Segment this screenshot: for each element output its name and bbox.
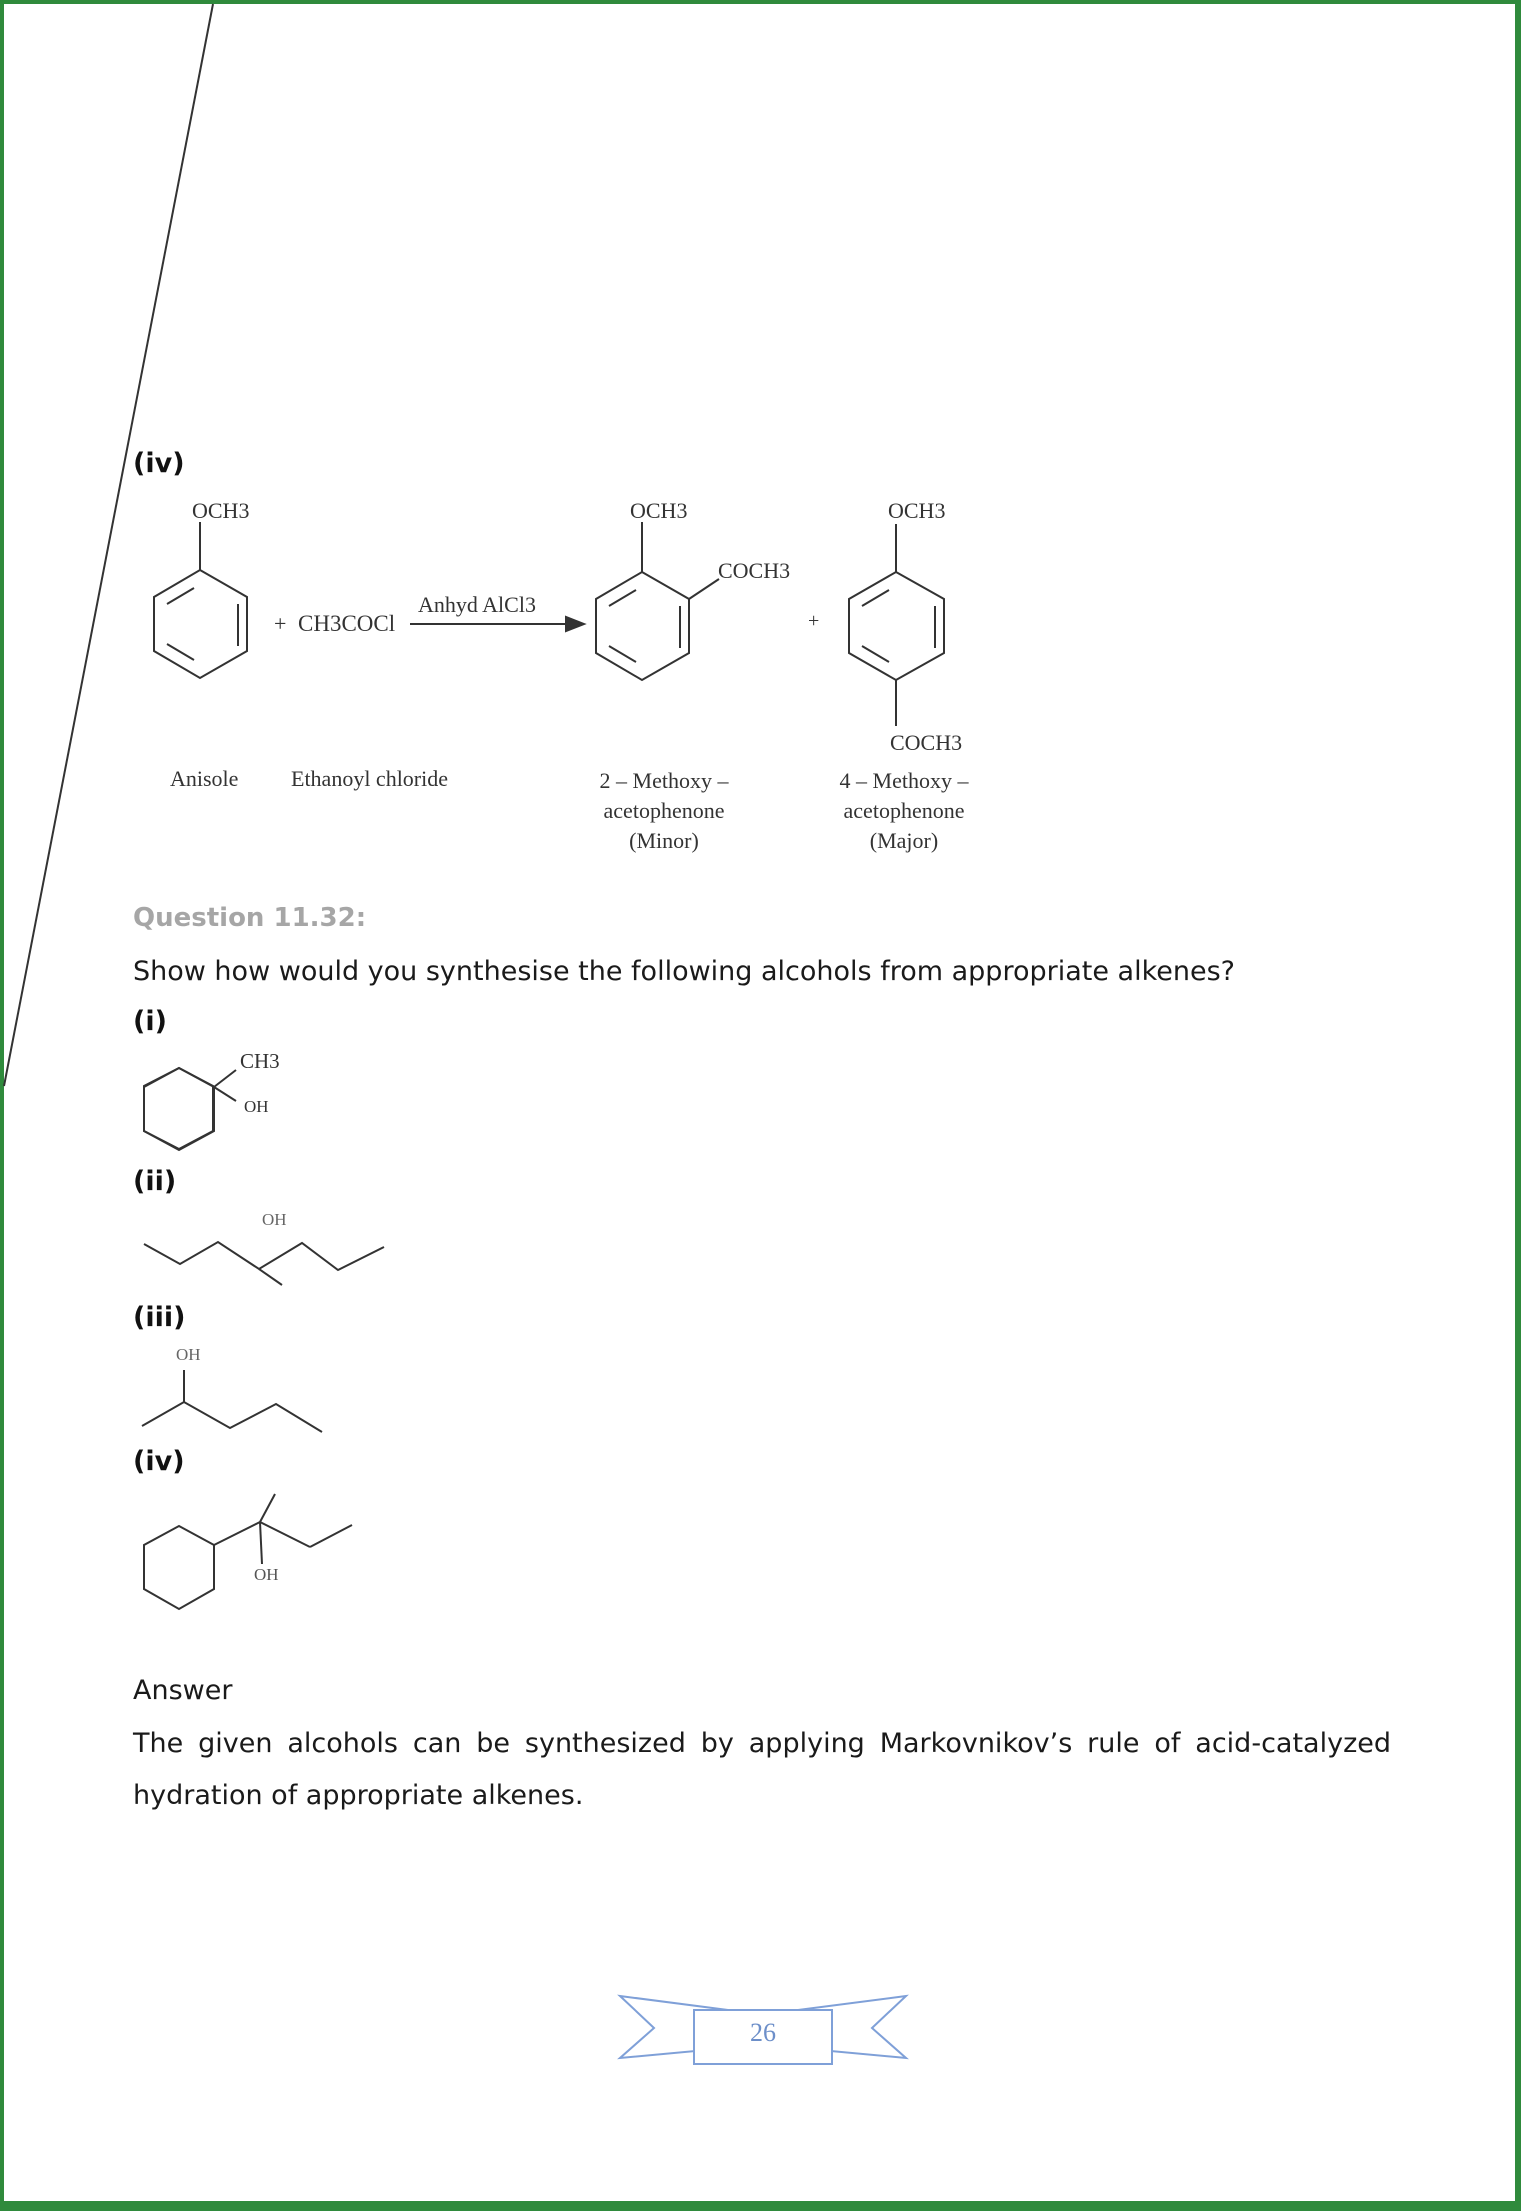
question-title: Question 11.32: (133, 903, 367, 933)
document-page: (iv) (3, 3, 1517, 2201)
plus-sign-2: + (808, 610, 820, 632)
product2-och3-label: OCH3 (888, 498, 946, 523)
part-label-iii: (iii) (133, 1302, 186, 1333)
caption-product1: 2 – Methoxy – acetophenone (Minor) (599, 768, 729, 853)
part-iv-oh-label: OH (254, 1565, 279, 1584)
part-ii-oh-label: OH (262, 1210, 287, 1229)
caption-ethanoyl-chloride: Ethanoyl chloride (291, 766, 449, 791)
ribbon-icon (617, 1994, 909, 2065)
part-i-oh-label: OH (244, 1097, 269, 1116)
question-text: Show how would you synthesise the follow… (133, 956, 1235, 987)
product1-coch3-label: COCH3 (718, 558, 791, 583)
reagent-label: Anhyd AlCl3 (418, 592, 536, 617)
part-label-i: (i) (133, 1006, 167, 1037)
answer-heading: Answer (133, 1675, 233, 1706)
caption-product2: 4 – Methoxy – acetophenone (Major) (839, 768, 969, 853)
part-iii-oh-label: OH (176, 1345, 201, 1364)
page-number: 26 (750, 2018, 776, 2047)
plus-sign-1: + (274, 611, 287, 636)
reactant-ethanoyl-chloride: CH3COCl (298, 611, 396, 636)
anisole-structure (153, 522, 945, 726)
molecule-drawings (141, 1066, 385, 1611)
caption-anisole: Anisole (170, 766, 239, 791)
answer-text: The given alcohols can be synthesized by… (133, 1728, 1391, 1811)
anisole-group-label: OCH3 (192, 498, 250, 523)
product1-och3-label: OCH3 (630, 498, 688, 523)
page-number-badge: 26 (617, 1988, 909, 2068)
part-label-ii: (ii) (133, 1166, 177, 1197)
part-label-iv-previous: (iv) (133, 448, 185, 479)
part-i-ch3-label: CH3 (240, 1049, 280, 1073)
product2-coch3-label: COCH3 (890, 730, 963, 755)
part-label-iv: (iv) (133, 1446, 185, 1477)
